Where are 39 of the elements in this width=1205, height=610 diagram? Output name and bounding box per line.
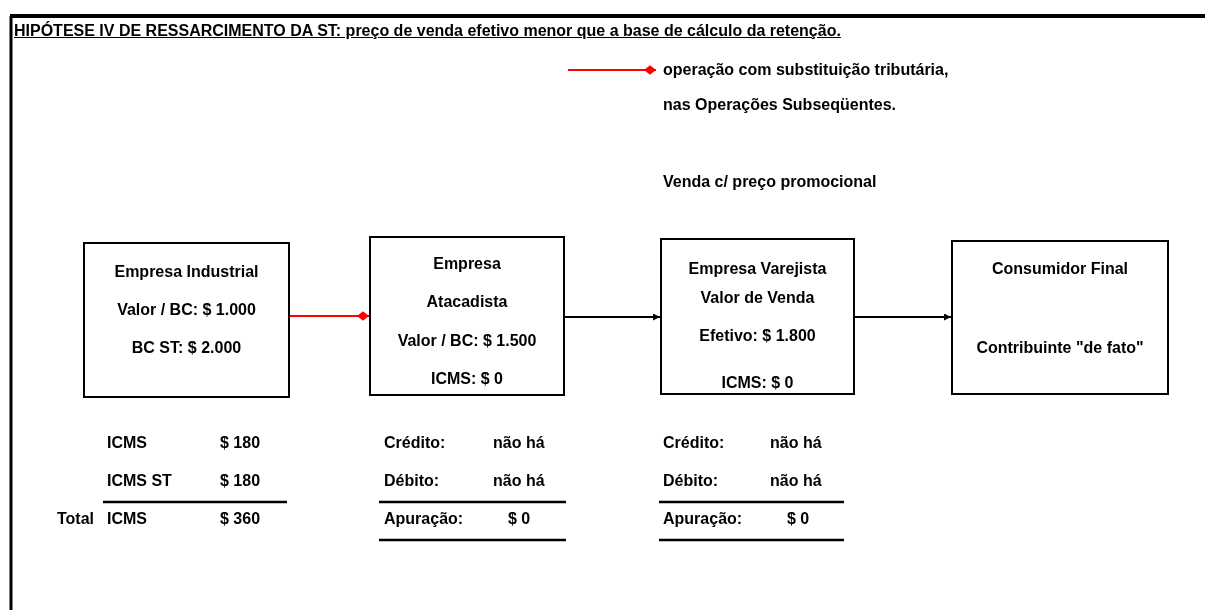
table-text: $ 0 [787, 510, 810, 528]
table-text: Apuração: [663, 510, 743, 528]
table-text: ICMS [107, 510, 147, 528]
table-text: não há [493, 472, 545, 490]
arrow [854, 313, 952, 321]
table-text: Débito: [663, 472, 719, 490]
table-text: $ 0 [508, 510, 531, 528]
box-text: Empresa Industrial [113, 262, 260, 282]
table-text: Crédito: [663, 434, 725, 452]
table-text: não há [493, 434, 545, 452]
box-text: Consumidor Final [991, 259, 1129, 279]
table-text: $ 180 [220, 472, 261, 490]
table-text: Débito: [384, 472, 440, 490]
company-box [83, 242, 290, 398]
company-box [660, 238, 855, 395]
box-text: Valor de Venda Efetivo: $ 1.800 [698, 288, 817, 346]
box-text: Empresa Varejista [687, 259, 828, 279]
company-box [951, 240, 1169, 395]
table-text: Crédito: [384, 434, 446, 452]
note-text: Venda c/ preço promocional [663, 173, 877, 191]
table-text: ICMS ST [107, 472, 172, 490]
box-text: BC ST: $ 2.000 [130, 338, 243, 358]
table-text: $ 360 [220, 510, 261, 528]
table-text: $ 180 [220, 434, 261, 452]
table-text: Apuração: [384, 510, 464, 528]
company-box [369, 236, 565, 396]
table-text: ICMS [107, 434, 147, 452]
legend-text: operação com substituição tributária, nas Operações Subseqüentes. [663, 60, 950, 115]
arrow [564, 313, 661, 321]
box-text: ICMS: $ 0 [430, 369, 504, 389]
box-text: Valor / BC: $ 1.000 [116, 300, 257, 320]
box-text: Valor / BC: $ 1.500 [396, 331, 538, 351]
title: HIPÓTESE IV DE RESSARCIMENTO DA ST: preço de venda efetivo menor que a base de cálculo da retenção. [14, 22, 841, 40]
box-text: ICMS: $ 0 [720, 373, 795, 393]
table-text: não há [770, 434, 822, 452]
box-text: Empresa Atacadista [425, 254, 509, 312]
table-text: não há [770, 472, 822, 490]
box-text: Contribuinte "de fato" [975, 338, 1145, 358]
table-text: Total [57, 510, 95, 528]
